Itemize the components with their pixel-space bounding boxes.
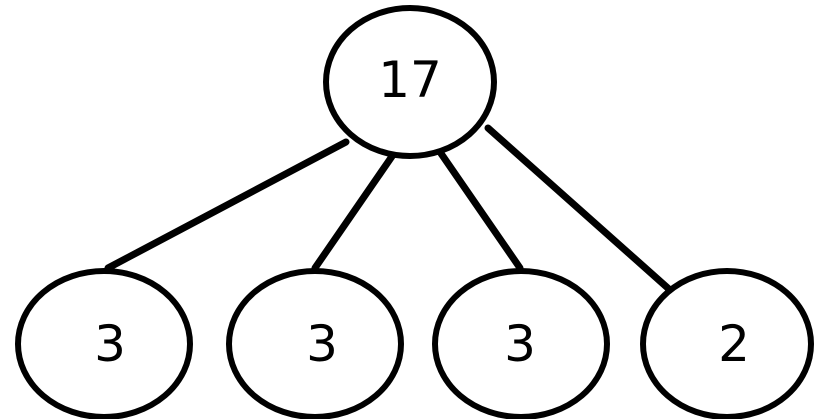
root-node-label: 17	[378, 51, 442, 109]
edge-root-to-child-3	[436, 148, 524, 272]
child-node-3-label: 3	[504, 315, 536, 373]
edge-root-to-child-4	[484, 124, 674, 294]
edge-root-to-child-2	[311, 148, 399, 272]
child-node-2-label: 3	[306, 315, 338, 373]
child-node-1-label: 3	[94, 315, 126, 373]
edge-root-to-child-1	[104, 138, 350, 272]
child-node-1-circle	[15, 268, 193, 419]
child-node-4: 2	[640, 268, 814, 419]
child-node-2: 3	[226, 268, 404, 419]
child-node-3-circle	[432, 268, 610, 419]
root-node: 17	[323, 5, 497, 159]
child-node-2-circle	[226, 268, 404, 419]
child-node-1: 3	[15, 268, 193, 419]
child-node-4-circle	[640, 268, 814, 419]
root-node-circle	[323, 5, 497, 159]
child-node-4-label: 2	[718, 315, 750, 373]
child-node-3: 3	[432, 268, 610, 419]
